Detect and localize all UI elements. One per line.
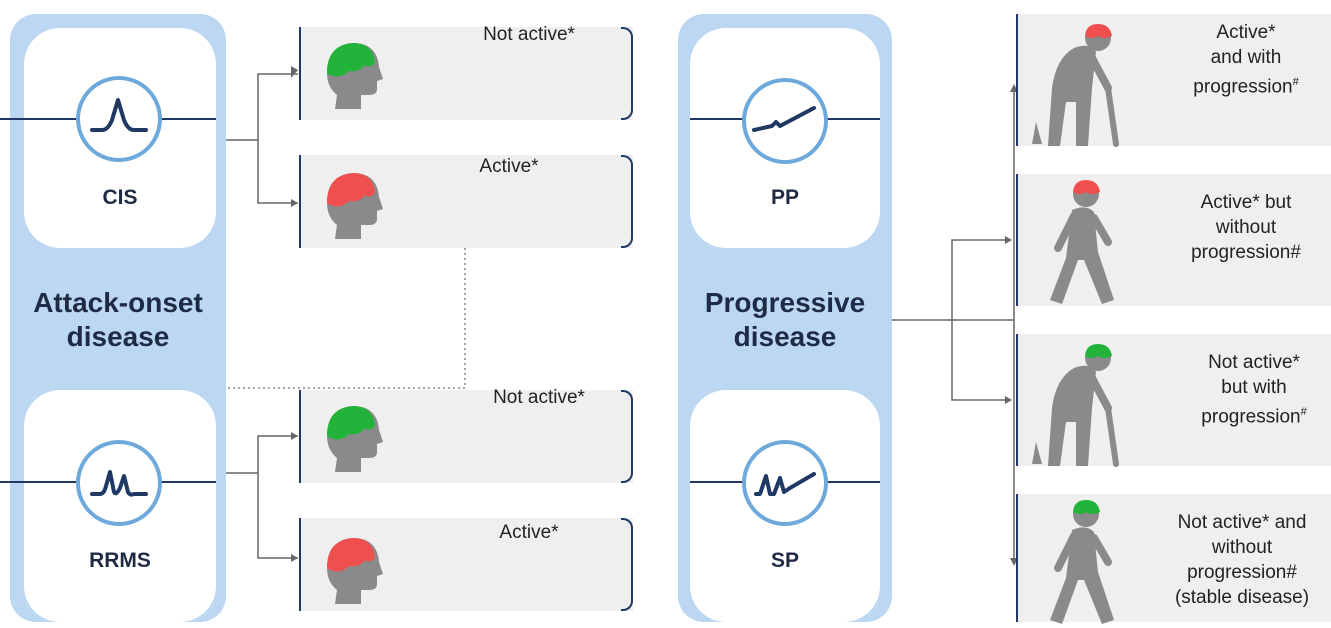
walking-person-icon — [1050, 500, 1114, 624]
attack-onset-title-line2: disease — [66, 321, 170, 352]
stable-disease-box: Not active* and without progression# (st… — [1016, 494, 1331, 624]
progression-mark: # — [1300, 406, 1307, 418]
rrms-active-box: Active* — [299, 518, 633, 611]
progression-label: Active* and with progression# — [1166, 20, 1326, 99]
brain-head-icon — [327, 173, 383, 239]
cis-label: CIS — [102, 186, 138, 209]
progression-label: Active* but without progression# — [1166, 190, 1326, 265]
progression-line2: without — [1211, 537, 1273, 558]
progression-line1: Active* but — [1200, 192, 1292, 213]
progression-line3-text: progression — [1201, 406, 1301, 428]
progression-line3: progression# — [1187, 562, 1297, 583]
box-left-bar — [1016, 494, 1018, 622]
box-right-brace — [621, 390, 633, 483]
not-active-with-progression-box: Not active* but with progression# — [1016, 334, 1331, 467]
progression-line1: Not active* and — [1177, 512, 1307, 533]
rrms-not-active-box: Not active* — [299, 387, 633, 483]
activity-label: Active* — [479, 156, 539, 177]
progression-label: Not active* and without progression# (st… — [1156, 510, 1328, 610]
box-right-brace — [621, 27, 633, 120]
progressive-title: Progressive disease — [678, 286, 892, 354]
progression-line2: but with — [1221, 377, 1287, 398]
rrms-relapsing-icon — [76, 440, 162, 526]
progression-line1: Active* — [1216, 22, 1276, 43]
sp-secondary-progressive-icon — [742, 440, 828, 526]
box-right-brace — [621, 155, 633, 248]
box-left-bar — [299, 155, 301, 248]
box-left-bar — [299, 27, 301, 120]
progression-line3: progression# — [1191, 242, 1301, 263]
activity-label: Not active* — [493, 387, 585, 408]
box-left-bar — [299, 390, 301, 483]
cis-active-box: Active* — [299, 155, 633, 248]
box-left-bar — [1016, 14, 1018, 146]
walking-person-icon — [1050, 180, 1114, 304]
activity-label: Active* — [499, 522, 559, 543]
cis-not-active-box: Not active* — [299, 24, 633, 120]
progression-line2: and with — [1210, 47, 1282, 68]
brain-head-icon — [327, 538, 383, 604]
box-left-bar — [1016, 174, 1018, 306]
box-left-bar — [1016, 334, 1018, 466]
pp-progressive-icon — [742, 78, 828, 164]
pp-label: PP — [770, 186, 799, 209]
active-with-progression-box: Active* and with progression# — [1016, 14, 1331, 147]
progression-line4: (stable disease) — [1174, 587, 1310, 608]
box-right-brace — [621, 518, 633, 611]
progressive-title-line2: disease — [733, 321, 837, 352]
attack-onset-title: Attack-onset disease — [10, 286, 226, 354]
progression-line3: progression# — [1182, 400, 1326, 429]
person-with-cane-icon — [1032, 344, 1119, 467]
brain-head-icon — [327, 406, 383, 472]
progression-mark: # — [1292, 76, 1299, 88]
progression-label: Not active* but with progression# — [1182, 350, 1326, 429]
rrms-label: RRMS — [89, 549, 151, 572]
person-with-cane-icon — [1032, 24, 1119, 147]
progression-line3-text: progression — [1193, 76, 1293, 98]
brain-head-icon — [327, 43, 383, 109]
sp-label: SP — [770, 549, 799, 572]
cis-single-attack-icon — [76, 76, 162, 162]
progression-line3: progression# — [1166, 70, 1326, 99]
progression-line1: Not active* — [1208, 352, 1300, 373]
activity-label: Not active* — [483, 24, 575, 45]
box-left-bar — [299, 518, 301, 611]
progression-line2: without — [1215, 217, 1277, 238]
attack-onset-title-line1: Attack-onset — [33, 287, 203, 318]
active-without-progression-box: Active* but without progression# — [1016, 174, 1331, 306]
progressive-title-line1: Progressive — [704, 287, 866, 318]
